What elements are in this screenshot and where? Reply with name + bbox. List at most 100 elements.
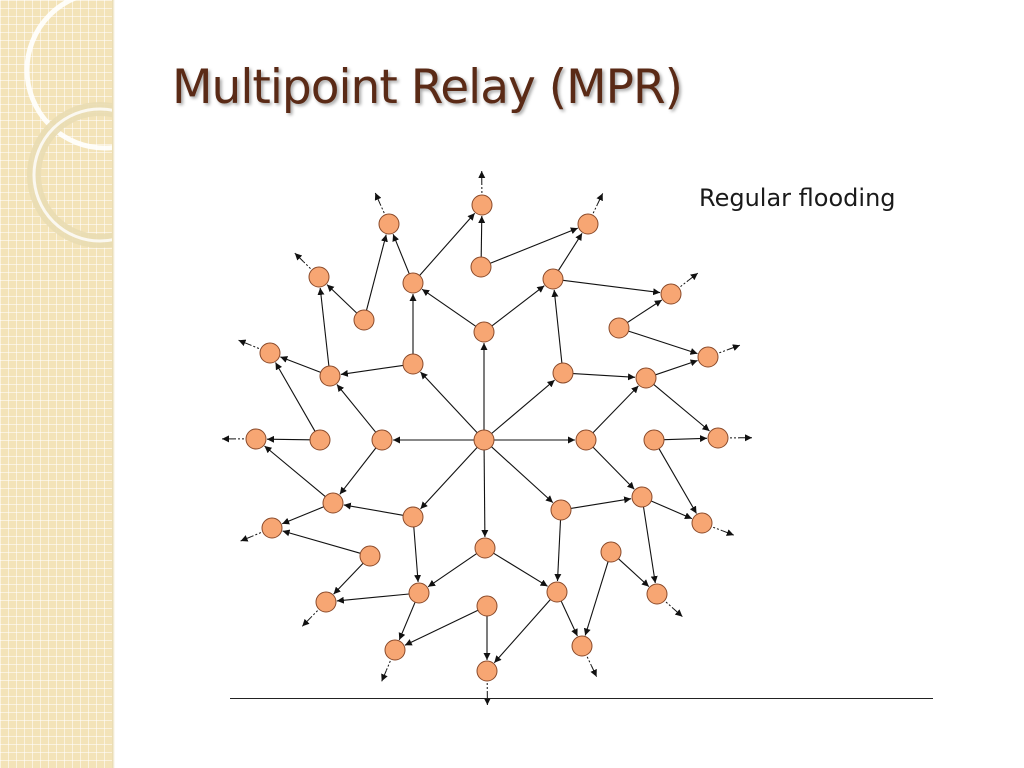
outward-stub-arrow — [596, 193, 604, 205]
flood-edge — [493, 599, 551, 664]
flood-edge — [493, 552, 548, 587]
outward-stub-arrow — [240, 535, 252, 542]
ring2-node — [546, 581, 568, 603]
flood-edge — [642, 506, 658, 584]
flood-edge — [365, 234, 388, 311]
flood-edge — [650, 500, 693, 520]
ring3-node — [261, 517, 283, 539]
flood-edge — [592, 385, 639, 434]
ring2-node — [402, 272, 424, 294]
ring2-node — [353, 309, 375, 331]
ring2-node — [319, 365, 341, 387]
ring3-node — [697, 346, 719, 368]
ring3-node — [308, 266, 330, 288]
outward-stub-dashed — [302, 261, 311, 269]
ring3-node — [476, 660, 498, 682]
flood-edge — [627, 299, 663, 323]
flood-edge — [343, 502, 404, 516]
flood-edge — [572, 373, 636, 381]
ring3-node — [577, 213, 599, 235]
outward-stub-dashed — [665, 601, 674, 609]
ring2-node — [643, 429, 665, 451]
outward-stub-dashed — [719, 348, 729, 354]
flood-edge — [551, 289, 563, 364]
ring1-node — [402, 353, 424, 375]
outward-stub-arrow — [590, 665, 598, 677]
ring2-node — [600, 541, 622, 563]
ring3-node — [660, 283, 682, 305]
ring3-node — [259, 342, 281, 364]
flood-edge — [421, 288, 477, 327]
flood-edge — [653, 383, 710, 432]
ring2-node — [322, 492, 344, 514]
ring3-node — [471, 194, 493, 216]
decorative-rings — [24, 0, 114, 248]
sidebar-edge — [112, 0, 115, 768]
outward-stub-arrow — [381, 670, 388, 682]
flood-edge — [490, 227, 579, 264]
diagram-edges — [222, 170, 753, 706]
diagram-nodes — [245, 194, 729, 682]
flood-edge — [420, 447, 478, 510]
outward-stub-dashed — [713, 526, 723, 532]
ring2-node — [359, 545, 381, 567]
ring1-node — [552, 362, 574, 384]
flood-edge — [554, 519, 562, 582]
ring2-node — [470, 256, 492, 278]
flood-edge — [413, 526, 422, 583]
flood-edge — [275, 362, 316, 432]
flood-edge — [491, 446, 554, 504]
ring2-node — [408, 582, 430, 604]
outward-stub-dashed — [586, 656, 592, 667]
outward-stub-dashed — [249, 344, 260, 349]
outward-stub-dashed — [385, 660, 391, 671]
outward-stub-arrow — [728, 344, 741, 351]
ring2-node — [309, 429, 331, 451]
flood-edge — [264, 445, 326, 498]
outward-stub-dashed — [310, 610, 318, 619]
ring2-node — [608, 317, 630, 339]
ring1-node — [402, 506, 424, 528]
ring1-node — [575, 429, 597, 451]
outward-stub-arrow — [673, 608, 683, 617]
flood-edge — [562, 279, 661, 296]
ring2-node — [631, 486, 653, 508]
flood-edge — [326, 284, 358, 314]
ring3-node — [384, 639, 406, 661]
ring1-node — [371, 429, 393, 451]
flood-edge — [628, 330, 698, 355]
ring1-node — [473, 321, 495, 343]
flood-edge — [491, 379, 555, 434]
flood-edge — [266, 435, 311, 443]
flood-edge — [592, 446, 635, 490]
flood-edge — [618, 558, 650, 588]
bottom-rule — [230, 698, 933, 699]
sidebar-decoration — [0, 0, 114, 768]
diagram-caption: Regular flooding — [699, 184, 896, 212]
flood-edge — [340, 364, 404, 377]
flood-edge — [419, 212, 476, 276]
outward-stub-arrow — [687, 272, 699, 281]
ring3-node — [245, 428, 267, 450]
ring3-node — [691, 512, 713, 534]
outward-stub-dashed — [379, 203, 385, 214]
ring1-node — [550, 499, 572, 521]
ring3-node — [571, 635, 593, 657]
ring3-node — [707, 427, 729, 449]
outward-stub-arrow — [301, 617, 311, 627]
ring2-node — [542, 268, 564, 290]
flood-edge — [280, 356, 321, 373]
flood-edge — [427, 553, 478, 588]
flood-edge — [655, 359, 698, 376]
outward-stub-dashed — [251, 532, 262, 537]
flood-edge — [658, 448, 697, 514]
outward-stub-arrow — [722, 529, 734, 536]
flood-edge — [282, 529, 361, 554]
outward-stub-arrow — [238, 339, 250, 347]
flood-edge — [560, 600, 578, 637]
flood-edge — [398, 601, 416, 641]
ring1-node — [474, 537, 496, 559]
flood-edge — [336, 593, 410, 604]
flood-edge — [663, 435, 708, 443]
flood-edge — [557, 233, 583, 271]
